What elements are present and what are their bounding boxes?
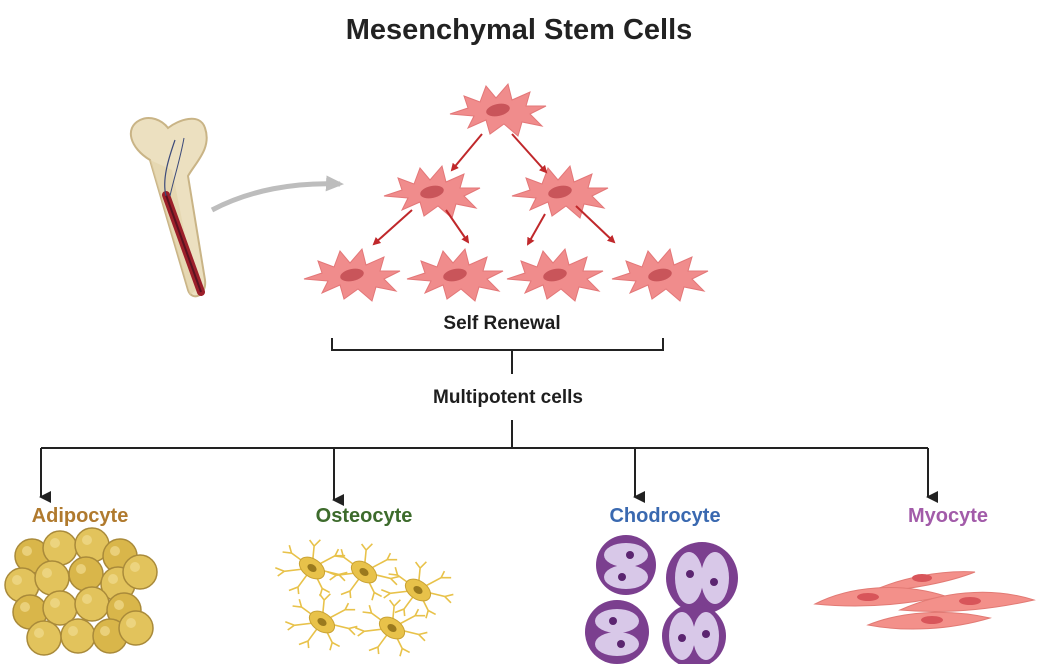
connector-lines <box>39 338 938 506</box>
fat-cell-highlight <box>76 564 86 574</box>
fat-cell-highlight <box>82 594 92 604</box>
fat-cell-highlight <box>110 546 120 556</box>
fat-cell-highlight <box>34 628 44 638</box>
fat-cell-highlight <box>108 574 118 584</box>
stem-cell-hierarchy <box>303 83 709 302</box>
chondrocyte-illustration <box>585 535 738 664</box>
stem-cell-level3-4 <box>611 248 709 302</box>
adipocyte-label: Adipocyte <box>31 505 129 527</box>
fat-cell-highlight <box>100 626 110 636</box>
fat-cell <box>122 554 158 590</box>
fat-cell <box>60 618 96 654</box>
osteocyte-nucleus <box>413 585 423 595</box>
myocyte-label: Myocyte <box>907 505 989 527</box>
myocyte-illustration <box>813 571 1036 630</box>
osteocyte-nucleus <box>387 623 397 633</box>
stem-cell-root <box>449 83 547 137</box>
self-renewal-label: Self Renewal <box>443 313 561 334</box>
bone-femur-illustration <box>129 117 208 298</box>
fat-cell-highlight <box>22 546 32 556</box>
fat-cell-highlight <box>50 538 60 548</box>
stem-cell-level2-left <box>383 165 481 219</box>
fat-cell-highlight <box>42 568 52 578</box>
diagram-title: Mesenchymal Stem Cells <box>345 14 693 46</box>
osteocyte-nucleus <box>317 617 327 627</box>
stem-cell-level3-1 <box>303 248 401 302</box>
chondrocyte-label: Chodrocyte <box>609 505 721 527</box>
self-renewal-arrows <box>372 133 616 246</box>
fat-cell-highlight <box>82 535 92 545</box>
fat-cell-highlight <box>114 600 124 610</box>
osteocyte-illustration <box>275 539 454 657</box>
adipocyte-cluster-illustration <box>4 527 158 656</box>
stem-cell-level3-3 <box>506 248 604 302</box>
fat-cell-highlight <box>50 598 60 608</box>
fat-cell-highlight <box>68 626 78 636</box>
multipotent-cells-label: Multipotent cells <box>433 387 583 408</box>
fat-cell <box>118 610 154 646</box>
fat-cell-highlight <box>12 575 22 585</box>
fat-cell <box>68 556 104 592</box>
fat-cell <box>74 586 110 622</box>
fat-cell-highlight <box>130 562 140 572</box>
fat-cell <box>42 530 78 566</box>
stem-cell-level2-right <box>511 165 609 219</box>
fat-cell-highlight <box>126 618 136 628</box>
stem-cell-level3-2 <box>406 248 504 302</box>
osteocyte-nucleus <box>307 563 317 573</box>
fat-cell <box>34 560 70 596</box>
bone-to-cells-arrow <box>210 175 344 213</box>
fat-cell-highlight <box>20 602 30 612</box>
fat-cell <box>26 620 62 656</box>
osteocyte-nucleus <box>359 567 369 577</box>
osteocyte-label: Osteocyte <box>315 505 413 527</box>
